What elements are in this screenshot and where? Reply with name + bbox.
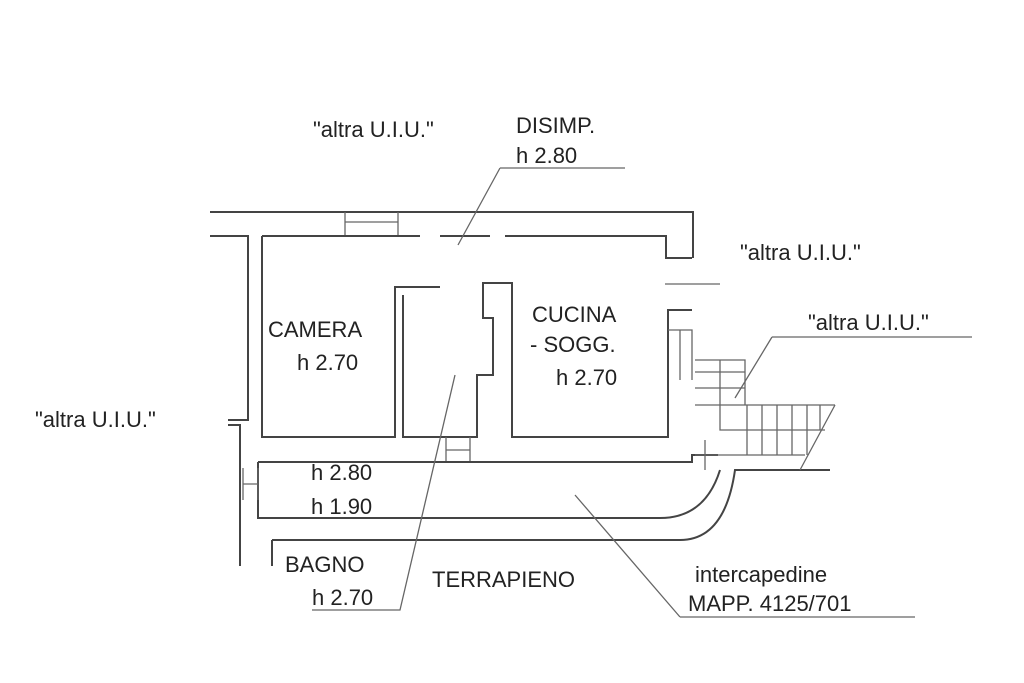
label-terrapieno: TERRAPIENO: [432, 567, 575, 592]
label-intercapedine: intercapedine: [695, 562, 827, 587]
walls: [210, 211, 836, 566]
leader-lines: [312, 167, 972, 618]
label-disimp: DISIMP.: [516, 113, 595, 138]
label-corridor-height-2: h 1.90: [311, 494, 372, 519]
label-cucina-height: h 2.70: [556, 365, 617, 390]
label-bagno: BAGNO: [285, 552, 364, 577]
label-altra-uiu-right-1: "altra U.I.U.": [740, 240, 861, 265]
label-altra-uiu-top: "altra U.I.U.": [313, 117, 434, 142]
label-corridor-height-1: h 2.80: [311, 460, 372, 485]
label-altra-uiu-right-2: "altra U.I.U.": [808, 310, 929, 335]
label-disimp-height: h 2.80: [516, 143, 577, 168]
labels: "altra U.I.U." DISIMP. h 2.80 "altra U.I…: [35, 113, 929, 616]
label-camera-height: h 2.70: [297, 350, 358, 375]
label-camera: CAMERA: [268, 317, 362, 342]
label-mappale: MAPP. 4125/701: [688, 591, 852, 616]
label-soggiorno: - SOGG.: [530, 332, 616, 357]
label-altra-uiu-left: "altra U.I.U.": [35, 407, 156, 432]
label-bagno-height: h 2.70: [312, 585, 373, 610]
label-cucina: CUCINA: [532, 302, 617, 327]
